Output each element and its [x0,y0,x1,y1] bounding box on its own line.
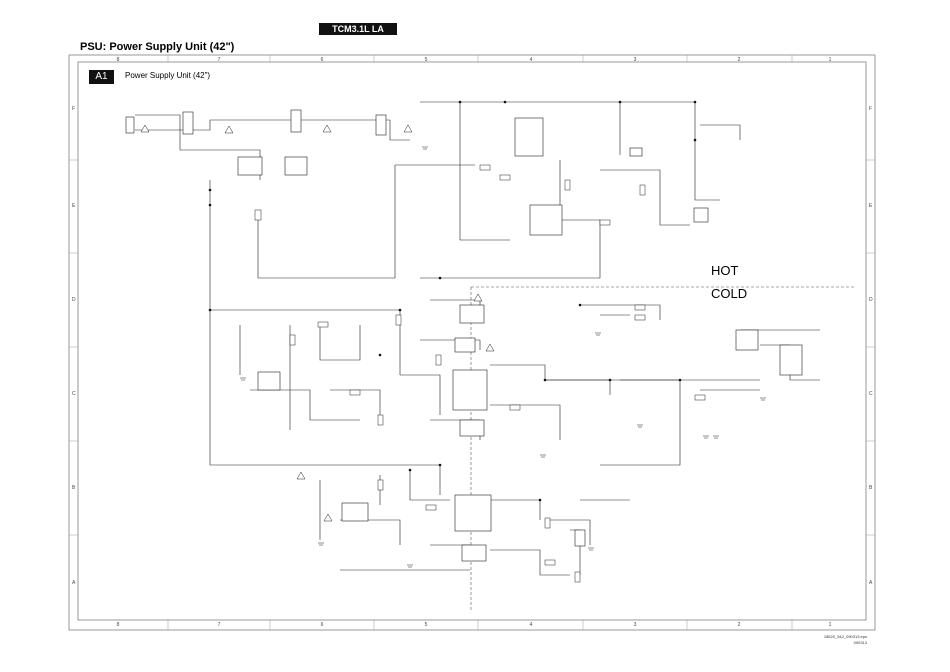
grid-col-label: 1 [828,622,832,628]
pfc-coil [284,156,308,176]
ground-symbols [240,146,766,568]
grid-col-label: 8 [116,622,120,628]
grid-col-label: 6 [320,622,324,628]
grid-row-label: E [72,203,76,209]
sheet-title: Power Supply Unit (42") [125,71,211,80]
passive-components [254,164,706,583]
grid-row-label: C [869,391,873,397]
grid-col-label: 3 [633,622,637,628]
grid-row-label: D [72,297,76,303]
grid-row-label: A [869,580,873,586]
grid-col-label: 5 [424,57,428,63]
grid-row-label: C [72,391,76,397]
grid-row-label: F [72,106,76,112]
grid-row-label: A [72,580,76,586]
main-transformer [452,369,488,411]
file-date: 090313 [853,640,867,645]
grid-col-label: 7 [217,622,221,628]
line-filter-1 [182,111,194,135]
inner-frame [77,61,867,621]
grid-col-label: 7 [217,57,221,63]
page-heading: PSU: Power Supply Unit (42") [80,41,235,53]
model-badge: TCM3.1L LA [319,23,397,35]
standby-ic [341,502,369,522]
bridge-rectifier [237,156,263,176]
grid-row-label: D [869,297,873,303]
grid-column-ticks [167,55,793,630]
standby-transformer [693,207,709,223]
grid-col-label: 4 [529,622,533,628]
file-name: 18520_542_090313.eps [823,634,867,639]
grid-col-label: 2 [737,622,741,628]
optocoupler-2 [459,419,485,437]
grid-col-label: 5 [424,622,428,628]
mosfet-1 [454,337,476,353]
grid-row-label: F [869,106,873,112]
cold-zone-label: COLD [711,286,748,301]
main-controller-ic [257,371,281,391]
regulator-ic [735,329,759,351]
output-connector [779,344,803,376]
optocoupler-1 [459,304,485,324]
grid-col-label: 1 [828,57,832,63]
mains-connector [125,116,135,134]
safety-warning-icons [140,124,495,522]
optocoupler-3 [461,544,487,562]
grid-col-label: 8 [116,57,120,63]
grid-col-label: 2 [737,57,741,63]
junction-dots [208,100,697,502]
standby-transformer-2 [454,494,492,532]
grid-row-label: B [869,485,873,491]
file-reference: 18520_542_090313.eps 090313 [824,634,867,646]
jumper-block [629,147,643,157]
line-filter-2 [290,109,302,133]
components [125,109,803,562]
standby-controller-ic [529,204,563,236]
grid-col-label: 6 [320,57,324,63]
sheet-id-badge: A1 [89,70,114,84]
outer-frame [68,54,876,631]
grid-row-label: B [72,485,76,491]
grid-row-label: E [869,203,873,209]
pfc-controller-ic [514,117,544,157]
hot-zone-label: HOT [711,263,739,278]
grid-row-ticks [69,159,875,536]
grid-col-label: 4 [529,57,533,63]
output-connector-2 [574,529,586,547]
grid-col-label: 3 [633,57,637,63]
line-filter-3 [375,114,387,136]
